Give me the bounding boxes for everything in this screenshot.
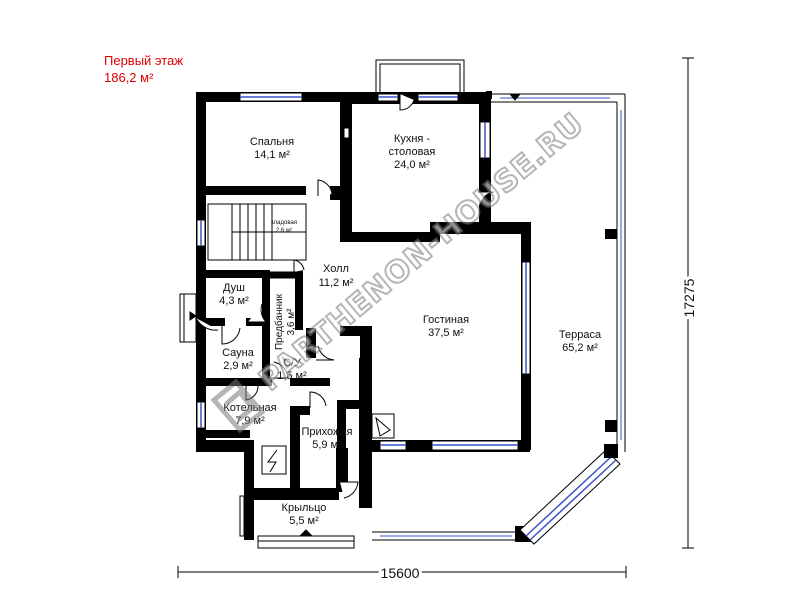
room-name: Кухня -: [394, 133, 430, 145]
room-area: 4,3 м²: [219, 295, 249, 307]
terrace-outline: [372, 93, 626, 541]
room-name: Сауна: [222, 347, 255, 359]
room-terrace: Терраса 65,2 м²: [559, 329, 602, 354]
floor-area: 186,2 м²: [104, 70, 154, 85]
room-area: 5,5 м²: [289, 515, 319, 527]
room-name: Холл: [323, 263, 349, 275]
fireplace: [371, 413, 395, 439]
room-area: 37,5 м²: [428, 327, 464, 339]
doors: [189, 93, 522, 537]
dimension-horizontal: [177, 566, 627, 578]
room-name: Предбанник: [273, 293, 285, 350]
room-name: Гостиная: [423, 314, 469, 326]
room-shower: Душ 4,3 м²: [219, 282, 249, 307]
staircase: [207, 203, 307, 279]
room-pantry: кладовая 2,6 м²: [271, 220, 297, 234]
room-name: столовая: [389, 146, 436, 158]
room-area: 14,1 м²: [254, 149, 290, 161]
dimension-width: 15600: [381, 565, 420, 581]
floor-name: Первый этаж: [104, 53, 184, 68]
room-porch: Крыльцо 5,5 м²: [282, 502, 327, 527]
floor-title: Первый этаж 186,2 м²: [104, 52, 183, 86]
front-porch: [239, 495, 355, 549]
room-name: Терраса: [559, 329, 602, 341]
room-name: С/У: [283, 357, 302, 369]
room-area: 2,9 м²: [223, 360, 253, 372]
room-living: Гостиная 37,5 м²: [423, 314, 469, 339]
room-bedroom: Спальня 14,1 м²: [250, 136, 294, 161]
electric-panel: [261, 445, 287, 475]
room-dressing: Предбанник 3,6 м²: [273, 293, 297, 350]
room-name: Спальня: [250, 136, 294, 148]
room-area: 3,6 м²: [286, 308, 297, 336]
room-area: 65,2 м²: [562, 342, 598, 354]
terrace-bay-glazing: [519, 444, 621, 545]
room-area: 24,0 м²: [394, 159, 430, 171]
room-name: Крыльцо: [282, 502, 327, 514]
side-porch: [179, 293, 197, 343]
room-hall: Холл 11,2 м²: [319, 263, 354, 289]
watermark-logo-icon: [210, 378, 266, 434]
room-wc: С/У 1,5 м²: [277, 357, 307, 382]
room-entrance: Прихожая 5,9 м²: [302, 426, 353, 451]
windows: [196, 92, 622, 537]
kitchen-vent: [343, 127, 350, 139]
kitchen-bay: [375, 59, 465, 95]
room-sauna: Сауна 2,9 м²: [222, 347, 255, 372]
room-name: кладовая: [271, 220, 297, 226]
dimension-vertical: [682, 57, 694, 549]
room-area: 5,9 м²: [312, 439, 342, 451]
dimension-height: 17275: [681, 278, 697, 317]
room-name: Душ: [223, 282, 245, 294]
room-kitchen: Кухня - столовая 24,0 м²: [389, 133, 436, 171]
room-area: 1,5 м²: [277, 370, 307, 382]
room-area: 2,6 м²: [276, 228, 292, 234]
room-name: Прихожая: [302, 426, 353, 438]
room-area: 11,2 м²: [319, 277, 354, 289]
